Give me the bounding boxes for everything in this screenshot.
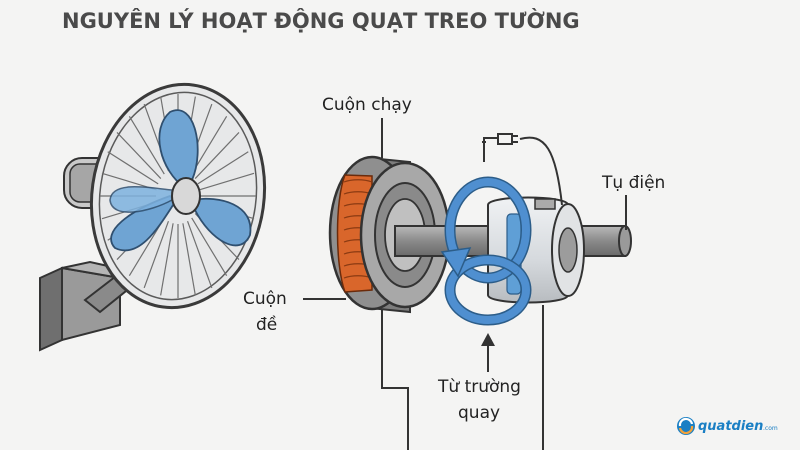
labels: Cuộn chạy Tụ điện Cuộn đề Từ trường quay [243,95,665,423]
label-start-coil-2: đề [256,314,277,335]
page-title: NGUYÊN LÝ HOẠT ĐỘNG QUẠT TREO TƯỜNG [62,7,580,33]
guard-spoke [186,221,213,289]
guard-spoke [182,223,196,296]
leader-arrowhead [481,333,495,346]
label-rotating-field-1: Từ trường [437,377,521,397]
guard-spoke [107,151,159,185]
lead-wires [381,305,544,450]
brand-logo-icon [677,417,695,435]
rotor [487,196,585,304]
wall-fan-illustration [39,82,267,352]
guard-spoke [160,223,174,296]
guard-spoke [199,172,255,191]
brand-logo: quatdien .com [677,417,778,435]
rotating-field-arrows [440,176,532,326]
guard-spoke [128,115,165,175]
rotation-arrow-icon [440,247,472,278]
motor-illustration [328,133,632,450]
label-run-coil: Cuộn chạy [322,95,412,115]
plug-icon [482,133,563,206]
label-rotating-field-2: quay [458,403,500,423]
guard-spoke [191,115,228,175]
stator [328,155,451,314]
guard-spoke [194,131,240,179]
guard-spoke [197,151,249,185]
brand-suffix: .com [763,425,778,432]
label-start-coil-1: Cuộn [243,289,287,309]
fan-blades [109,109,252,252]
guard-spoke [191,217,228,277]
brand-name: quatdien [698,419,763,434]
coil-turn [343,179,373,183]
label-capacitor: Tụ điện [601,173,665,193]
guard-spoke [143,221,170,289]
guard-spoke [116,131,162,179]
